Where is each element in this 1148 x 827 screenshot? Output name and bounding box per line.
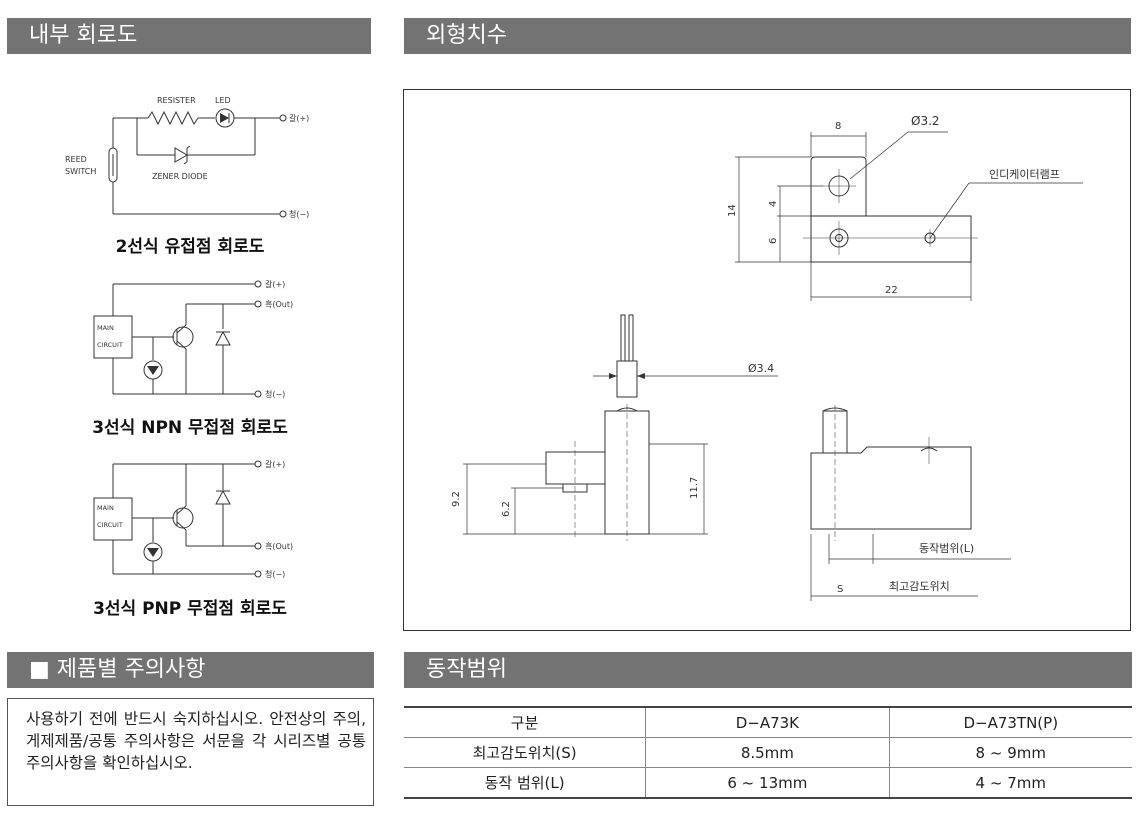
table-cell: 6 ~ 13mm bbox=[645, 767, 890, 799]
svg-text:6: 6 bbox=[768, 238, 779, 244]
svg-text:청(−): 청(−) bbox=[265, 570, 285, 579]
svg-text:SWITCH: SWITCH bbox=[65, 167, 96, 176]
table-header-cell: D−A73K bbox=[645, 706, 890, 738]
table-header-row: 구분 D−A73K D−A73TN(P) bbox=[404, 706, 1132, 738]
svg-text:MAIN: MAIN bbox=[97, 504, 114, 512]
header-operating-range: 동작범위 bbox=[404, 652, 1132, 688]
precautions-text: 사용하기 전에 반드시 숙지하십시오. 안전상의 주의, 게제제품/공통 주의사… bbox=[26, 710, 366, 772]
pnp-circuit: 갈(+) MAIN CIRCUIT 흑(Out) 청(−) bbox=[93, 460, 293, 579]
header-dimensions: 외형치수 bbox=[404, 18, 1131, 54]
table-cell: 동작 범위(L) bbox=[404, 767, 647, 799]
svg-text:REED: REED bbox=[65, 155, 87, 164]
precautions-box: 사용하기 전에 반드시 숙지하십시오. 안전상의 주의, 게제제품/공통 주의사… bbox=[7, 698, 374, 806]
front-view: 동작범위(L) S 최고감도위치 bbox=[810, 405, 1011, 601]
caption-two-wire: 2선식 유접점 회로도 bbox=[115, 237, 265, 257]
table-row: 동작 범위(L) 6 ~ 13mm 4 ~ 7mm bbox=[404, 767, 1132, 799]
table-cell: 4 ~ 7mm bbox=[888, 767, 1132, 799]
table-cell: 8 ~ 9mm bbox=[888, 737, 1132, 768]
svg-text:22: 22 bbox=[885, 285, 898, 296]
svg-text:8: 8 bbox=[835, 121, 841, 132]
svg-text:CIRCUIT: CIRCUIT bbox=[97, 521, 123, 529]
table-header-cell: D−A73TN(P) bbox=[888, 706, 1132, 738]
caption-npn: 3선식 NPN 무접점 회로도 bbox=[92, 418, 288, 438]
svg-text:RESISTER: RESISTER bbox=[157, 96, 196, 105]
svg-text:청(−): 청(−) bbox=[289, 210, 309, 219]
svg-text:CIRCUIT: CIRCUIT bbox=[97, 341, 123, 349]
table-cell: 8.5mm bbox=[645, 737, 890, 768]
svg-text:흑(Out): 흑(Out) bbox=[265, 541, 293, 551]
table-row: 최고감도위치(S) 8.5mm 8 ~ 9mm bbox=[404, 737, 1132, 768]
svg-text:인디케이터램프: 인디케이터램프 bbox=[989, 168, 1060, 181]
svg-text:흑(Out): 흑(Out) bbox=[265, 299, 293, 309]
table-cell: 최고감도위치(S) bbox=[404, 737, 647, 768]
svg-text:4: 4 bbox=[768, 201, 779, 207]
svg-text:동작범위(L): 동작범위(L) bbox=[919, 542, 974, 555]
header-precautions: ■ 제품별 주의사항 bbox=[7, 652, 374, 688]
dimension-drawing: 8 Ø3.2 인디케이터램프 14 4 6 22 bbox=[403, 89, 1131, 631]
svg-text:ZENER DIODE: ZENER DIODE bbox=[152, 172, 208, 181]
svg-text:갈(+): 갈(+) bbox=[265, 280, 285, 289]
top-view: 8 Ø3.2 인디케이터램프 14 4 6 22 bbox=[727, 114, 1083, 301]
svg-text:최고감도위치: 최고감도위치 bbox=[889, 580, 950, 593]
svg-text:갈(+): 갈(+) bbox=[289, 114, 309, 123]
header-internal-circuit: 내부 회로도 bbox=[7, 18, 371, 54]
svg-text:Ø3.2: Ø3.2 bbox=[911, 114, 940, 128]
svg-text:S: S bbox=[837, 584, 843, 595]
two-wire-circuit: RESISTER LED 갈(+) ZENER DIODE REED SWITC… bbox=[65, 96, 309, 219]
svg-text:6.2: 6.2 bbox=[501, 501, 512, 517]
side-view: Ø3.4 9.2 6.2 11.7 bbox=[451, 314, 778, 541]
circuit-diagrams: RESISTER LED 갈(+) ZENER DIODE REED SWITC… bbox=[65, 96, 309, 579]
svg-text:Ø3.4: Ø3.4 bbox=[748, 362, 774, 375]
svg-text:11.7: 11.7 bbox=[689, 477, 700, 499]
svg-text:14: 14 bbox=[727, 204, 738, 217]
svg-text:청(−): 청(−) bbox=[265, 390, 285, 399]
svg-text:LED: LED bbox=[215, 96, 231, 105]
svg-text:9.2: 9.2 bbox=[451, 491, 462, 507]
svg-text:갈(+): 갈(+) bbox=[265, 460, 285, 469]
table-header-cell: 구분 bbox=[404, 706, 647, 738]
caption-pnp: 3선식 PNP 무접점 회로도 bbox=[93, 599, 287, 619]
svg-text:MAIN: MAIN bbox=[97, 324, 114, 332]
npn-circuit: 갈(+) MAIN CIRCUIT 흑(Out) 청(−) bbox=[93, 280, 293, 399]
operating-range-table: 구분 D−A73K D−A73TN(P) 최고감도위치(S) 8.5mm 8 ~… bbox=[404, 706, 1132, 799]
